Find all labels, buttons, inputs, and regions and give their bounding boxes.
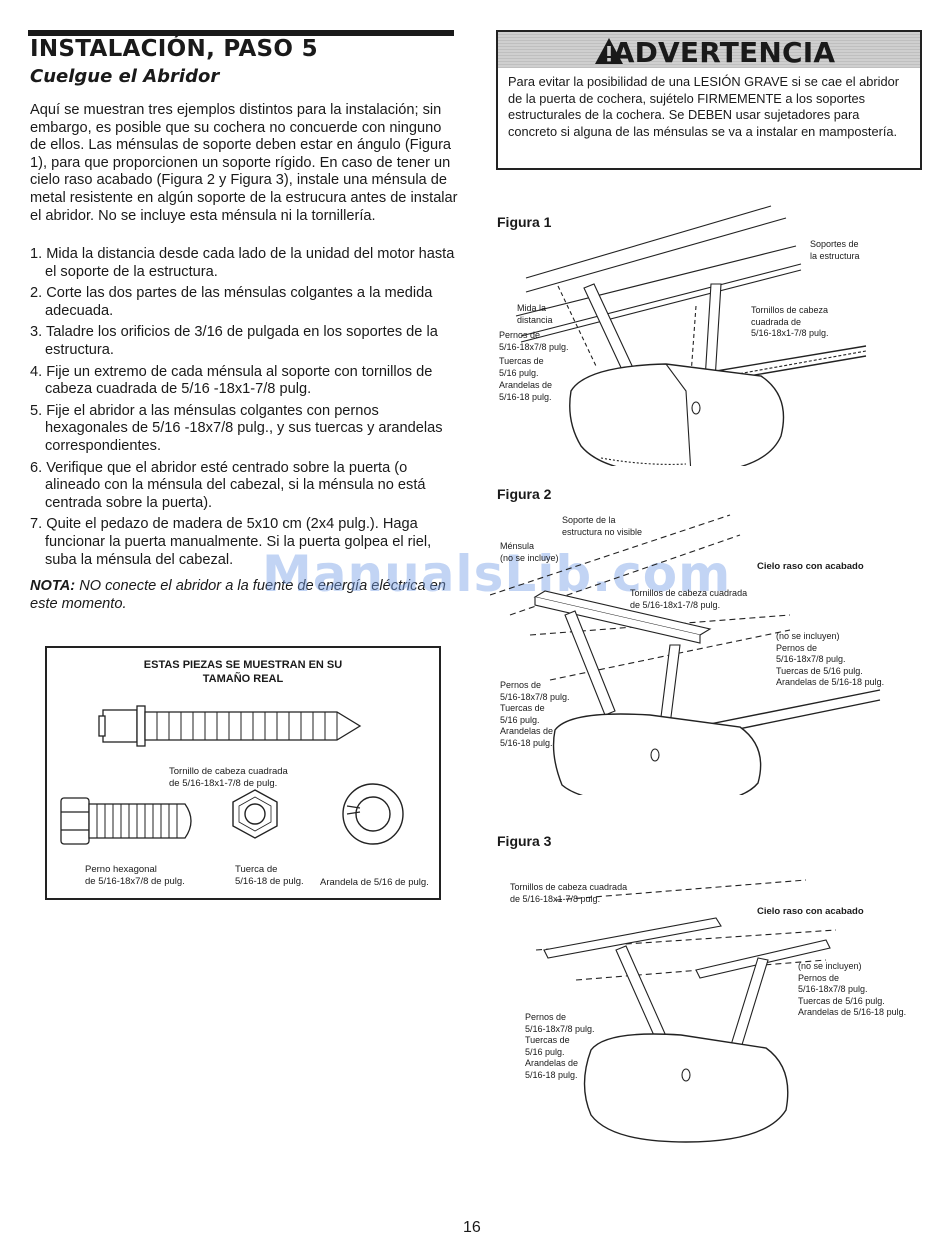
warning-header [498,32,920,68]
watermark: ManualsLib.com [262,545,732,603]
actual-size-parts-box: ESTAS PIEZAS SE MUESTRAN EN SU TAMAÑO RE… [45,646,441,900]
note-text: NO conecte el abridor a la fuente de ene… [30,578,446,612]
step-item: 6. Verifique que el abridor esté centrad… [30,459,426,511]
figure3-label: Figura 3 [497,833,552,849]
header-rule [28,30,454,36]
washer-caption: Arandela de 5/16 de pulg. [320,877,429,888]
fig2-bracket-label: Ménsula (no se incluye) [500,541,559,563]
step-item: 5. Fije el abridor a las ménsulas colgan… [30,402,443,454]
fig1-lag-screws-label: Tornillos de cabeza cuadrada de 5/16-18x… [751,305,829,338]
step-item: 2. Corte las dos partes de las ménsulas … [30,285,433,319]
step-item: 3. Taladre los orificios de 3/16 de pulg… [30,324,438,358]
fig3-hardware-list: Pernos de 5/16-18x7/8 pulg. Tuercas de 5… [525,1012,595,1080]
step-item: 7. Quite el pedazo de madera de 5x10 cm … [30,516,432,568]
fig1-bolts-label: Pernos de 5/16-18x7/8 pulg. [499,330,569,352]
figure1-label: Figura 1 [497,214,552,230]
page-subtitle: Cuelgue el Abridor [30,66,220,87]
lag-screw-caption: Tornillo de cabeza cuadrada de 5/16-18x1… [169,766,288,789]
page-number: 16 [463,1219,481,1236]
intro-text: Aquí se muestran tres ejemplos distintos… [30,102,460,225]
parts-box-title: ESTAS PIEZAS SE MUESTRAN EN SU TAMAÑO RE… [47,658,439,686]
steps-list: 1. Mida la distancia desde cada lado de … [30,246,460,573]
parts-illustration [60,705,404,845]
fig2-hidden-support-label: Soporte de la estructura no visible [562,515,643,537]
figure2-label: Figura 2 [497,486,552,502]
fig2-lag-screws-label: Tornillos de cabeza cuadrada de 5/16-18x… [630,588,748,610]
parts-title-line1: ESTAS PIEZAS SE MUESTRAN EN SU [143,659,343,671]
warning-box: ADVERTENCIA Para evitar la posibilidad d… [496,30,922,170]
fig2-not-included-list: (no se incluyen) Pernos de 5/16-18x7/8 p… [776,631,885,687]
figure2-illustration [490,514,881,795]
fig2-finished-ceiling-label: Cielo raso con acabado [757,561,864,572]
lag-screw-icon [98,705,362,747]
lock-washer-icon [342,783,404,845]
intro-paragraph: Aquí se muestran tres ejemplos distintos… [30,102,458,224]
fig1-measure-distance-label: Mida la distancia [517,303,553,325]
note-label: NOTA: [30,578,76,594]
fig2-hardware-list: Pernos de 5/16-18x7/8 pulg. Tuercas de 5… [500,680,570,748]
nut-caption: Tuerca de 5/16-18 de pulg. [235,864,304,887]
page-title: INSTALACIÓN, PASO 5 [30,36,318,62]
figure3-illustration [535,879,837,1143]
parts-title-line2: TAMAÑO REAL [202,673,284,685]
step-item: 4. Fije un extremo de cada ménsula al so… [30,363,433,398]
warning-text: Para evitar la posibilidad de una LESIÓN… [508,74,899,139]
note: NOTA: NO conecte el abridor a la fuente … [30,578,460,613]
fig1-nuts-label: Tuercas de 5/16 pulg. [499,356,544,378]
fig3-finished-ceiling-label: Cielo raso con acabado [757,906,864,917]
step-item: 1. Mida la distancia desde cada lado de … [30,246,455,280]
hex-nut-icon [232,789,278,839]
fig1-structural-supports-label: Soportes de la estructura [810,239,860,261]
fig1-washers-label: Arandelas de 5/16-18 pulg. [499,380,553,402]
warning-triangle-icon [595,38,623,64]
fig3-not-included-list: (no se incluyen) Pernos de 5/16-18x7/8 p… [798,961,907,1017]
figure1-illustration [515,205,867,466]
warning-title: ADVERTENCIA [612,36,836,69]
hex-bolt-icon [60,797,192,845]
fig3-lag-screws-label: Tornillos de cabeza cuadrada de 5/16-18x… [510,882,628,904]
hex-bolt-caption: Perno hexagonal de 5/16-18x7/8 de pulg. [85,864,185,887]
